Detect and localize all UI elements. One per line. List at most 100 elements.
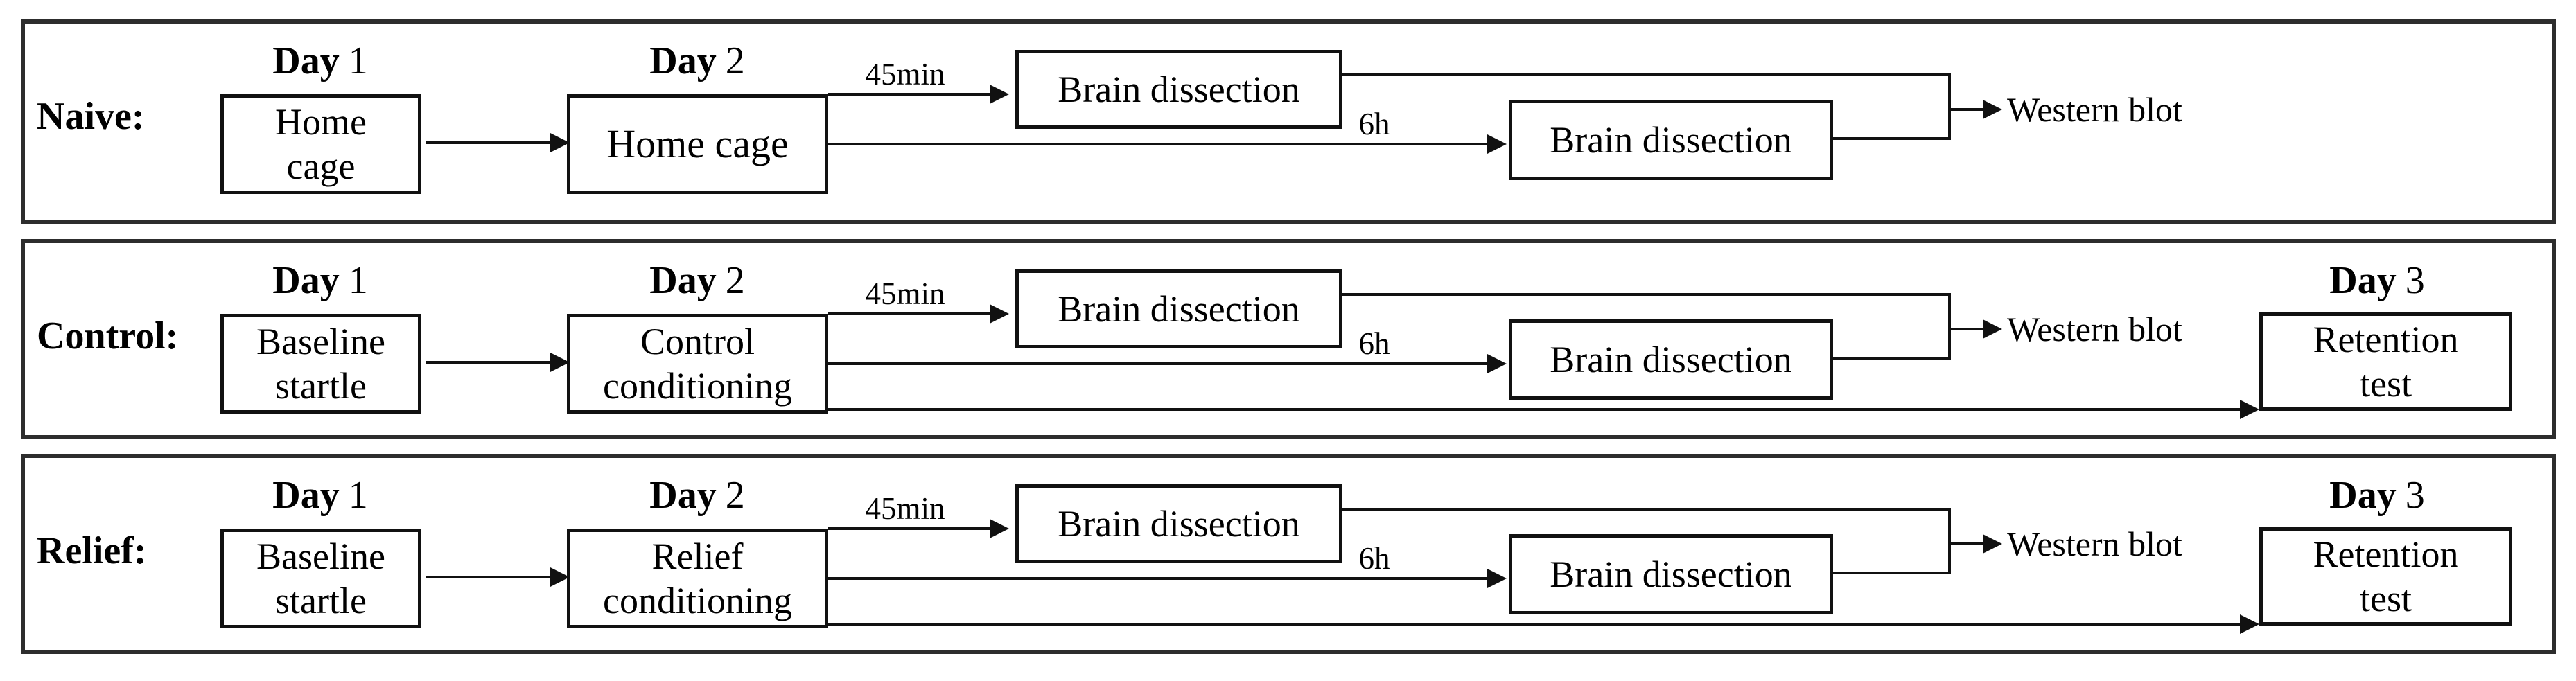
day-heading-number: 1 [348, 39, 368, 82]
interval-45min-label: 45min [865, 491, 945, 526]
arrowhead-icon [550, 133, 570, 152]
row-label: Relief: [37, 529, 147, 572]
box-line: startle [275, 365, 367, 407]
box-line: Brain dissection [1550, 339, 1792, 380]
retention-test-box: Retention test [2259, 527, 2512, 626]
arrowhead-icon [1487, 134, 1507, 154]
day-heading-word: Day [649, 259, 717, 302]
day-heading-word: Day [2329, 474, 2397, 517]
box-line: Brain dissection [1058, 69, 1300, 110]
day2-box: Home cage [567, 94, 828, 194]
merge-connector [1948, 508, 1951, 574]
connector-6h [828, 577, 1489, 580]
connector-retention [828, 408, 2240, 411]
connector-day1-day2 [426, 576, 552, 578]
retention-test-box: Retention test [2259, 312, 2512, 411]
arrowhead-icon [1983, 100, 2002, 119]
merge-connector [1948, 293, 1951, 360]
arrowhead-icon [1487, 354, 1507, 373]
connector-brain2-merge [1833, 357, 1948, 360]
box-line: Control [640, 321, 755, 362]
day-heading-word: Day [272, 259, 340, 302]
day2-box: Relief conditioning [567, 529, 828, 628]
connector-brain1-merge [1342, 508, 1948, 511]
brain-dissection-box-2: Brain dissection [1509, 319, 1833, 400]
connector-brain1-merge [1342, 73, 1948, 76]
box-line: startle [275, 580, 367, 621]
arrowhead-icon [2240, 400, 2259, 419]
arrowhead-icon [990, 304, 1009, 324]
connector-retention [828, 623, 2240, 626]
day-heading-word: Day [272, 39, 340, 82]
row-label: Control: [37, 315, 179, 357]
western-blot-label: Western blot [2007, 524, 2182, 563]
day-heading-number: 1 [348, 474, 368, 517]
box-line: test [2360, 578, 2412, 619]
day-heading-number: 2 [725, 474, 745, 517]
day-heading-word: Day [2329, 259, 2397, 302]
box-line: Baseline [256, 321, 385, 362]
interval-6h-label: 6h [1358, 107, 1390, 141]
box-line: Brain dissection [1550, 119, 1792, 161]
brain-dissection-box-2: Brain dissection [1509, 534, 1833, 614]
brain-dissection-box-1: Brain dissection [1015, 50, 1342, 129]
box-line: Brain dissection [1550, 554, 1792, 595]
interval-45min-label: 45min [865, 276, 945, 311]
arrowhead-icon [1983, 319, 2002, 339]
box-line: Home cage [606, 121, 789, 166]
connector-6h [828, 362, 1489, 365]
arrowhead-icon [1487, 569, 1507, 588]
arrowhead-icon [990, 519, 1009, 538]
brain-dissection-box-1: Brain dissection [1015, 269, 1342, 348]
day1-box: Baseline startle [220, 314, 421, 414]
brain-dissection-box-2: Brain dissection [1509, 100, 1833, 180]
box-line: conditioning [603, 580, 792, 621]
box-line: Baseline [256, 536, 385, 577]
western-blot-label: Western blot [2007, 310, 2182, 348]
merge-connector [1948, 73, 1951, 140]
interval-6h-label: 6h [1358, 541, 1390, 576]
arrowhead-icon [550, 567, 570, 587]
day2-box: Control conditioning [567, 314, 828, 414]
connector-45min [828, 527, 991, 530]
connector-brain2-merge [1833, 572, 1948, 574]
connector-6h [828, 143, 1489, 145]
connector-day1-day2 [426, 141, 552, 144]
box-line: cage [286, 145, 356, 187]
brain-dissection-box-1: Brain dissection [1015, 484, 1342, 563]
connector-western-blot [1948, 328, 1983, 330]
connector-brain1-merge [1342, 293, 1948, 296]
interval-6h-label: 6h [1358, 326, 1390, 361]
day-heading-number: 2 [725, 39, 745, 82]
box-line: Relief [651, 536, 744, 577]
connector-brain2-merge [1833, 137, 1948, 140]
day-heading-number: 3 [2405, 474, 2425, 517]
box-line: Retention [2313, 533, 2459, 575]
day-heading-word: Day [649, 39, 717, 82]
box-line: Home [275, 101, 367, 143]
arrowhead-icon [990, 85, 1009, 104]
arrowhead-icon [550, 353, 570, 372]
box-line: Brain dissection [1058, 503, 1300, 545]
arrowhead-icon [2240, 614, 2259, 634]
day-heading-word: Day [649, 474, 717, 517]
western-blot-label: Western blot [2007, 90, 2182, 129]
connector-day1-day2 [426, 361, 552, 364]
interval-45min-label: 45min [865, 57, 945, 91]
connector-western-blot [1948, 108, 1983, 111]
connector-45min [828, 93, 991, 96]
box-line: conditioning [603, 365, 792, 407]
row-label: Naive: [37, 95, 145, 138]
day1-box: Baseline startle [220, 529, 421, 628]
